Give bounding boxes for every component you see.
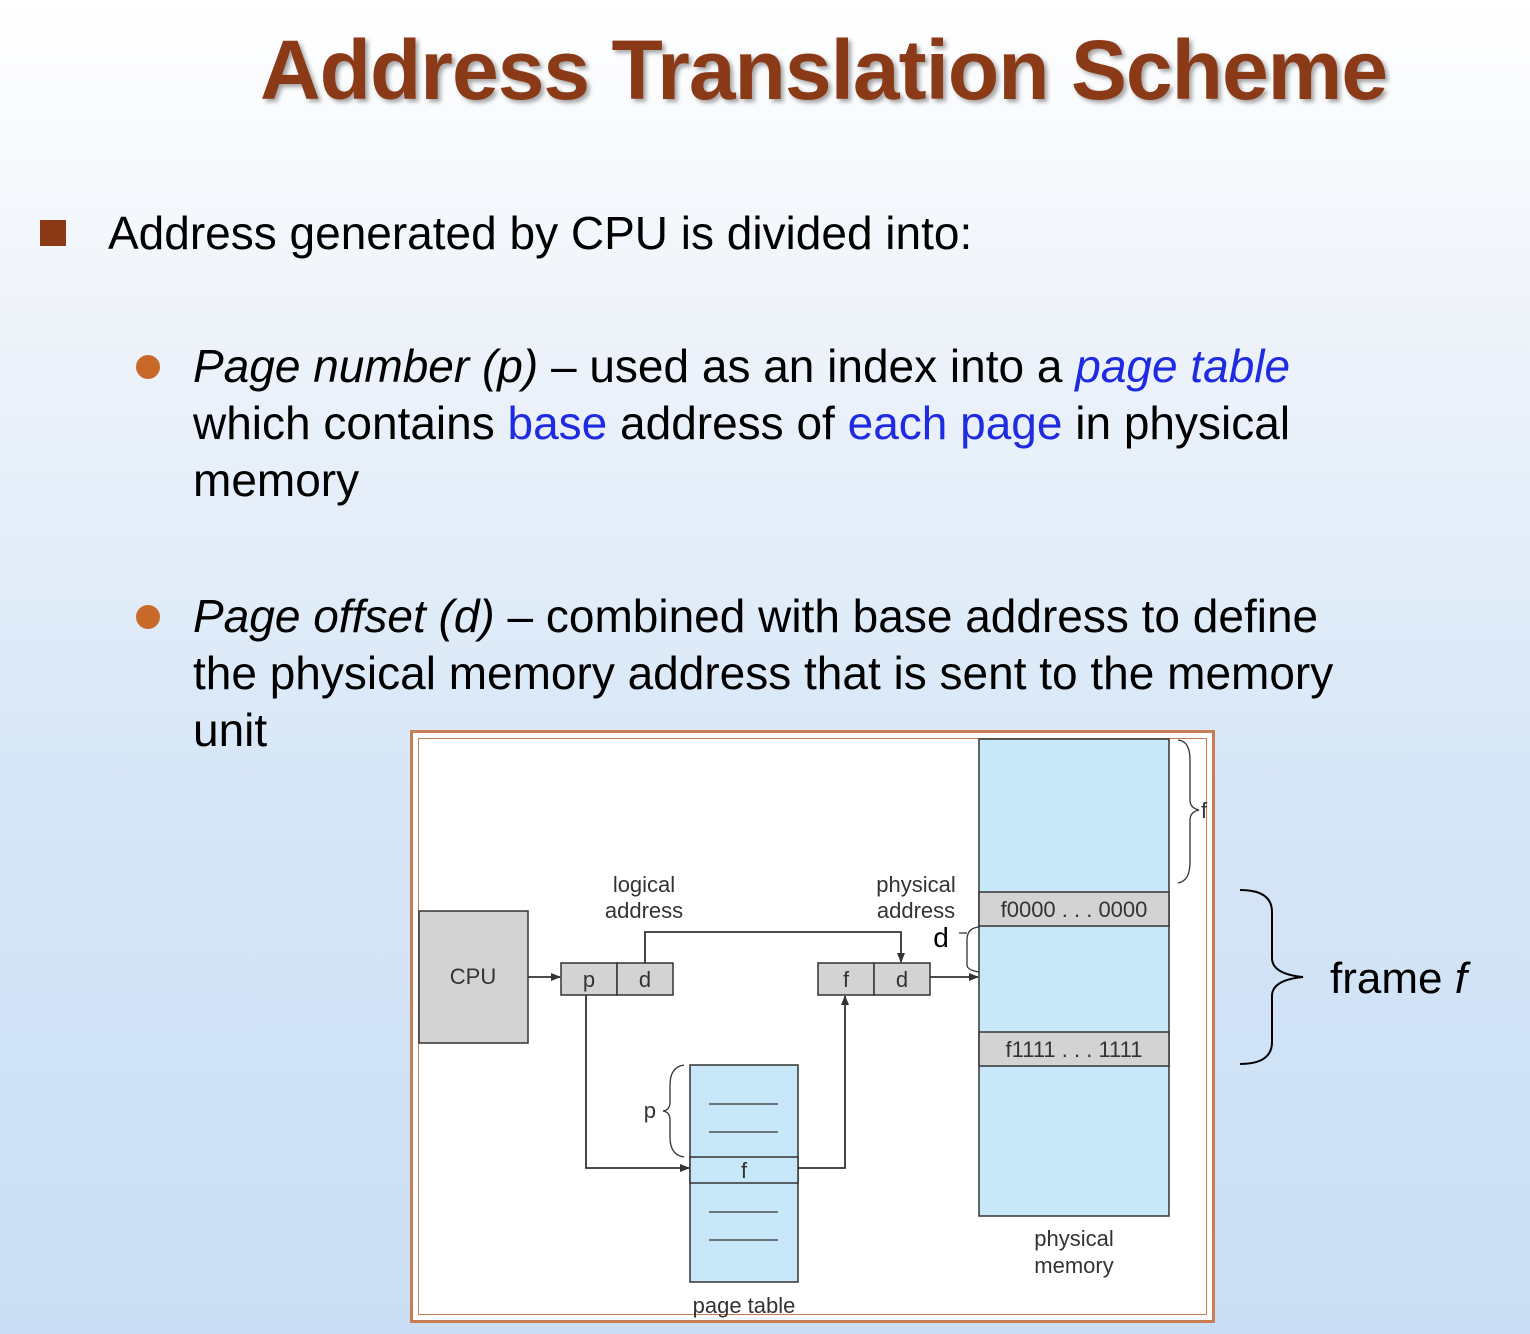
frame-end-address: f1111 . . . 1111 bbox=[1006, 1037, 1143, 1062]
physical-memory-box bbox=[978, 738, 1170, 1217]
slide-title: Address Translation Scheme bbox=[260, 23, 1388, 117]
physical-address-label-2: address bbox=[877, 898, 955, 923]
frame-end-row bbox=[978, 1031, 1170, 1067]
dot-bullet-icon bbox=[136, 605, 160, 629]
physical-memory-label-2: memory bbox=[1034, 1253, 1113, 1278]
d-brace bbox=[966, 926, 980, 973]
physical-memory-label-1: physical bbox=[1034, 1226, 1113, 1251]
page-table-label: page table bbox=[693, 1293, 796, 1318]
d-brace-label: d bbox=[933, 922, 949, 953]
p-brace-label: p bbox=[644, 1098, 656, 1123]
frame-start-row bbox=[978, 891, 1170, 927]
page-table-term: page table bbox=[1075, 340, 1291, 392]
frame-start-address: f0000 . . . 0000 bbox=[1001, 897, 1148, 922]
logical-d-label: d bbox=[639, 967, 651, 992]
physical-address-label-1: physical bbox=[876, 872, 955, 897]
frame-brace bbox=[1239, 889, 1304, 1065]
offset-copy-arrow bbox=[644, 931, 905, 963]
frame-label-var: f bbox=[1455, 954, 1472, 1003]
logical-address-label-1: logical bbox=[613, 872, 675, 897]
physical-d-label: d bbox=[896, 967, 908, 992]
page-table-entry-f-label: f bbox=[741, 1158, 748, 1183]
f-to-physical-arrow bbox=[798, 995, 849, 1169]
page-number-text-3: address of bbox=[607, 397, 848, 449]
page-number-text-4: in physical memory bbox=[193, 397, 1291, 506]
page-table-entry-f bbox=[689, 1156, 799, 1184]
square-bullet-icon bbox=[40, 220, 66, 246]
cpu-label: CPU bbox=[450, 964, 496, 989]
page-number-text-1: – used as an index into a bbox=[538, 340, 1076, 392]
page-offset-bullet: Page offset (d) – combined with base add… bbox=[193, 588, 1393, 759]
p-brace bbox=[662, 1064, 685, 1158]
page-offset-text: – combined with base address to define t… bbox=[193, 590, 1334, 756]
physical-f-label: f bbox=[843, 967, 850, 992]
logical-p-cell bbox=[560, 962, 618, 996]
main-bullet-text: Address generated by CPU is divided into… bbox=[108, 207, 973, 259]
frame-label-word: frame bbox=[1330, 954, 1442, 1003]
page-number-text-2: which contains bbox=[193, 397, 508, 449]
f-brace bbox=[1177, 739, 1200, 884]
physical-d-cell bbox=[873, 962, 931, 996]
logical-p-label: p bbox=[583, 967, 595, 992]
page-number-bullet: Page number (p) – used as an index into … bbox=[193, 338, 1423, 509]
logical-d-cell bbox=[616, 962, 674, 996]
page-number-term: Page number (p) bbox=[193, 340, 539, 392]
each-page-term: each page bbox=[847, 397, 1063, 449]
base-term: base bbox=[507, 397, 608, 449]
logical-address-label-2: address bbox=[605, 898, 683, 923]
page-offset-term: Page offset (d) bbox=[193, 590, 495, 642]
p-to-page-table-arrow bbox=[585, 995, 690, 1172]
f-brace-label: f bbox=[1201, 798, 1208, 823]
cpu-box bbox=[418, 910, 529, 1044]
dot-bullet-icon bbox=[136, 355, 160, 379]
frame-label: frame f bbox=[1330, 954, 1472, 1003]
